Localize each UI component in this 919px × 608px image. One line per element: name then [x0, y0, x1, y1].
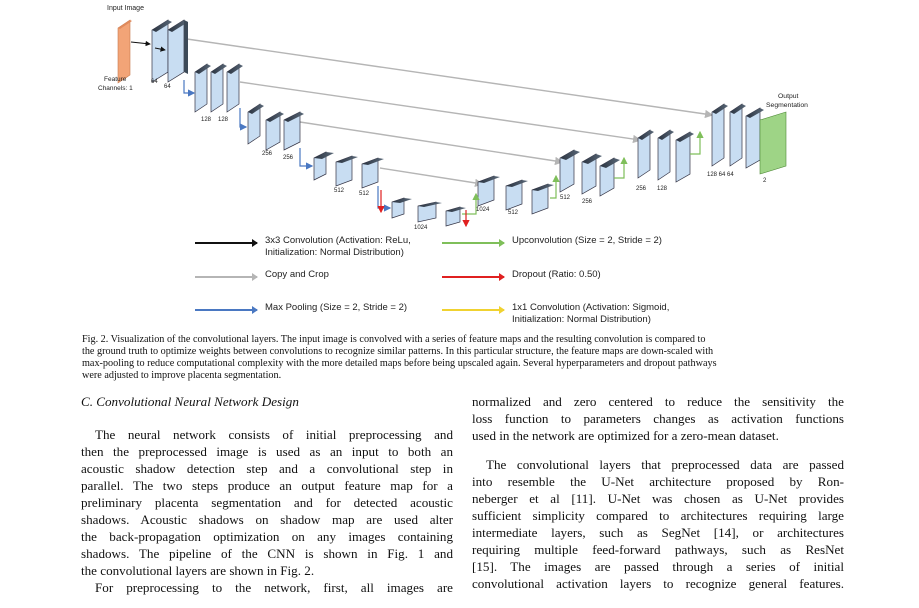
body-line: preliminary placenta segmentation and fo… [81, 495, 453, 510]
body-line: acoustic shadow detection step and a con… [81, 461, 453, 476]
body-line: [15]. The images are passed through a se… [472, 559, 844, 574]
channel-label: 1024 [414, 225, 428, 231]
caption-line: Fig. 2. Visualization of the convolution… [82, 334, 706, 345]
legend-copy-swatch [195, 273, 258, 281]
body-line: then the preprocessed image is used as a… [81, 444, 453, 459]
output-segmentation-block [759, 111, 787, 175]
figure-caption: Fig. 2. Visualization of the convolution… [82, 334, 842, 382]
body-line: the back-propagation optimization on any… [81, 529, 453, 544]
body-line: used in the network are optimized for a … [472, 428, 779, 443]
level1-maps [151, 19, 188, 83]
left-column: C. Convolutional Neural Network Design T… [81, 393, 453, 596]
channel-label: 128 64 64 [707, 172, 734, 178]
legend-pool: Max Pooling (Size = 2, Stride = 2) [195, 302, 407, 314]
channel-label: 256 [582, 199, 593, 205]
caption-line: were adjusted to improve placenta segmen… [82, 370, 282, 381]
body-line: The neural network consists of initial p… [95, 427, 453, 442]
legend-conv1x1-swatch [442, 306, 505, 314]
body-line: For preprocessing to the network, first,… [95, 580, 453, 595]
channel-label: 256 [283, 155, 294, 161]
dropout-arrows [377, 190, 470, 228]
up-level4-maps [477, 175, 554, 215]
channel-label: 128 [657, 186, 668, 192]
legend-conv1x1-label: 1x1 Convolution (Activation: Sigmoid, In… [512, 302, 670, 325]
level2-maps [194, 63, 243, 113]
input-image-block [117, 19, 131, 84]
legend-dropout: Dropout (Ratio: 0.50) [442, 269, 601, 281]
channel-label: 512 [508, 210, 519, 216]
input-image-label: Input Image [107, 5, 144, 12]
level3-maps [247, 103, 304, 151]
up-level2-maps [637, 129, 694, 183]
body-line: into resemble the U-Net architecture pro… [472, 474, 844, 489]
caption-line: max-pooling to reduce computational comp… [82, 358, 717, 369]
unet-diagram: Input Image Feature Channels: 1 [98, 5, 808, 231]
legend-pool-label: Max Pooling (Size = 2, Stride = 2) [265, 302, 408, 313]
feature-channels-label: Feature Channels: 1 [98, 76, 133, 92]
legend-conv-label: 3x3 Convolution (Activation: ReLu, Initi… [265, 235, 411, 258]
legend-dropout-label: Dropout (Ratio: 0.50) [512, 269, 601, 280]
channel-label: 512 [334, 188, 345, 194]
bottleneck-maps [391, 197, 466, 227]
body-line: intermediate layers, such as SegNet [14]… [472, 525, 844, 540]
body-line: the convolutional layers are shown in Fi… [81, 563, 315, 578]
feature-maps [151, 19, 787, 227]
legend-upconv-swatch [442, 239, 505, 247]
body-line: parallel. The two steps produce an outpu… [81, 478, 453, 493]
section-title: C. Convolutional Neural Network Design [81, 394, 299, 409]
channel-label: 512 [560, 195, 571, 201]
legend-copy: Copy and Crop [195, 269, 329, 281]
channel-label: 128 [218, 117, 229, 123]
legend-conv1x1: 1x1 Convolution (Activation: Sigmoid, In… [442, 302, 669, 326]
body-line: shadows. The pipeline of the CNN is show… [81, 546, 453, 561]
channel-labels: 64 64 128 128 256 256 512 512 1024 1024 … [151, 79, 767, 231]
up-level1-maps [711, 103, 764, 169]
up-level3-maps [559, 149, 620, 197]
channel-label: 128 [201, 117, 212, 123]
conv-arrows [130, 40, 166, 52]
body-line: sufficient simplicity compared to archit… [472, 508, 844, 523]
channel-label: 64 [151, 79, 158, 85]
legend-upconv: Upconvolution (Size = 2, Stride = 2) [442, 235, 662, 247]
channel-label: 512 [359, 191, 370, 197]
caption-line: the ground truth to optimize weights bet… [82, 346, 714, 357]
legend-upconv-label: Upconvolution (Size = 2, Stride = 2) [512, 235, 662, 246]
body-line: loss function to parameters changes as a… [472, 411, 844, 426]
right-column: normalized and zero centered to reduce t… [472, 393, 844, 592]
legend-copy-label: Copy and Crop [265, 269, 329, 280]
legend: 3x3 Convolution (Activation: ReLu, Initi… [195, 232, 715, 332]
legend-conv: 3x3 Convolution (Activation: ReLu, Initi… [195, 235, 411, 259]
body-line: The convolutional layers that preprocess… [486, 457, 844, 472]
legend-pool-swatch [195, 306, 258, 314]
legend-conv-swatch [195, 239, 258, 247]
channel-label: 1024 [476, 207, 490, 213]
upconvolution-connections [462, 130, 704, 215]
body-line: convolutional activation layers to recog… [472, 576, 844, 591]
legend-dropout-swatch [442, 273, 505, 281]
channel-label: 64 [164, 84, 171, 90]
body-line: neberger et al [11]. U-Net was chosen as… [472, 491, 844, 506]
channel-label: 256 [262, 151, 273, 157]
body-line: requiring multiple feed-forward pathways… [472, 542, 844, 557]
channel-label: 2 [763, 178, 767, 184]
output-segmentation-label: Output Segmentation [766, 93, 808, 109]
body-line: shadows. Acoustic shadows on shadow map … [81, 512, 453, 527]
body-line: normalized and zero centered to reduce t… [472, 394, 844, 409]
channel-label: 256 [636, 186, 647, 192]
level4-maps [313, 151, 384, 189]
copy-crop-connections [179, 37, 714, 188]
